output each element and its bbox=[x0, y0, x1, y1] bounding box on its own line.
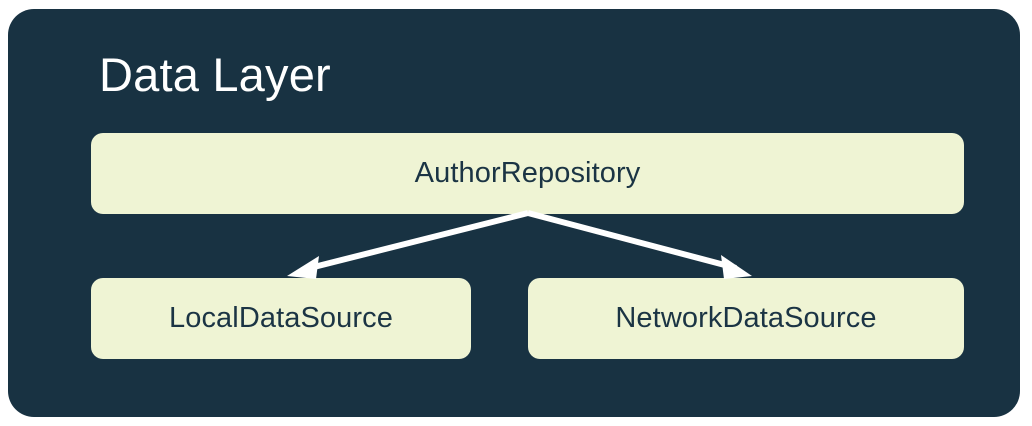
node-network-data-source[interactable]: NetworkDataSource bbox=[528, 278, 964, 359]
node-author-repository[interactable]: AuthorRepository bbox=[91, 133, 964, 214]
node-label-author-repository: AuthorRepository bbox=[414, 157, 641, 189]
node-label-network-data-source: NetworkDataSource bbox=[615, 302, 877, 334]
page-title: Data Layer bbox=[99, 48, 331, 101]
node-label-local-data-source: LocalDataSource bbox=[169, 302, 393, 334]
node-local-data-source[interactable]: LocalDataSource bbox=[91, 278, 471, 359]
